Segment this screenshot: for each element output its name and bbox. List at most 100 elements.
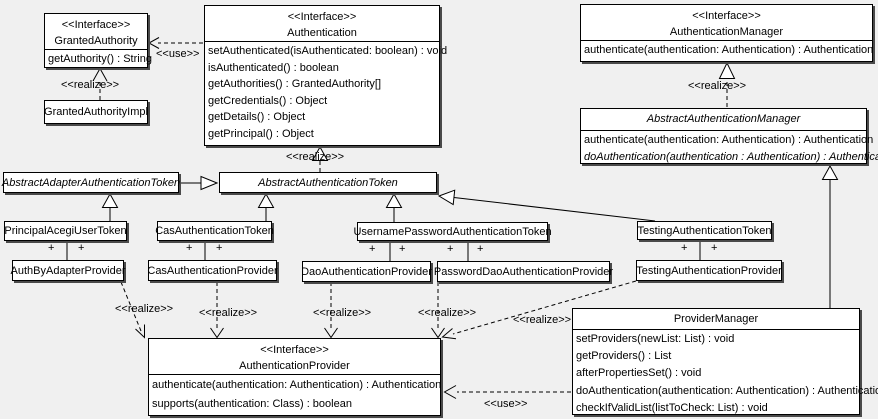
edge-passworddaoprovider-realizes-authentication-provider [431, 282, 445, 339]
stereotype-label: <<Interface>> [287, 11, 357, 23]
class-header: <<Interface>> Authentication [205, 6, 439, 41]
method: doAuthentication(authentication: Authent… [576, 384, 878, 397]
plus-label: + [48, 242, 55, 254]
class-provider-manager: ProviderManager setProviders(newList: Li… [572, 308, 878, 418]
class-testing-authentication-provider: TestingAuthenticationProvider [636, 260, 782, 281]
edge-cas-token-extends-abstract-token [257, 192, 275, 221]
methods-compartment: authenticate(authentication: Authenticat… [581, 130, 878, 166]
class-name: UsernamePasswordAuthenticationToken [353, 225, 552, 238]
class-name: ProviderManager [673, 313, 759, 325]
class-name: PasswordDaoAuthenticationProvider [433, 265, 614, 278]
method: authenticate(authentication: Authenticat… [584, 44, 874, 56]
edge-provider-manager-extends-abstract-authentication-manager [821, 164, 839, 308]
class-cas-authentication-provider: CasAuthenticationProvider [147, 260, 278, 281]
edge-daoprovider-realizes-authentication-provider [324, 282, 338, 339]
class-testing-authentication-token: TestingAuthenticationToken [637, 221, 772, 240]
class-name: AuthenticationProvider [239, 360, 350, 372]
method: getCredentials() : Object [208, 94, 328, 107]
realize-label: <<realize>> [61, 79, 120, 91]
plus-label: + [399, 243, 406, 255]
use-label: <<use>> [156, 48, 200, 60]
edge-authbyadapter-realizes-authentication-provider [120, 281, 145, 339]
class-password-dao-authentication-provider: PasswordDaoAuthenticationProvider [433, 261, 614, 282]
methods-compartment: setProviders(newList: List) : void getPr… [573, 329, 878, 418]
methods-compartment: getAuthority() : String [45, 49, 152, 69]
method: getProviders() : List [576, 350, 672, 363]
realize-label: <<realize>> [513, 314, 572, 326]
class-name: AuthByAdapterProvider [10, 264, 126, 277]
method: setProviders(newList: List) : void [576, 333, 735, 345]
class-username-password-authentication-token: UsernamePasswordAuthenticationToken [353, 222, 552, 241]
edge-adapter-token-extends-abstract-token [179, 175, 219, 191]
edge-usernamepassword-token-extends-abstract-token [385, 192, 403, 222]
class-granted-authority: <<Interface>> GrantedAuthority getAuthor… [44, 13, 152, 69]
method: getDetails() : Object [208, 111, 306, 123]
method: authenticate(authentication: Authenticat… [152, 379, 442, 391]
class-name: GrantedAuthorityImpl [44, 106, 148, 118]
edge-authentication-uses-grantedauthority [147, 37, 203, 49]
edge-grantedauthorityimpl-realizes-grantedauthority [92, 67, 108, 100]
plus-label: + [369, 243, 376, 255]
realize-label: <<realize>> [115, 303, 174, 315]
stereotype-label: <<Interface>> [692, 10, 761, 22]
realize-label: <<realize>> [688, 80, 747, 92]
class-header: <<Interface>> GrantedAuthority [45, 14, 147, 49]
class-name: DaoAuthenticationProvider [301, 265, 432, 278]
class-name: TestingAuthenticationToken [637, 224, 772, 237]
method: getAuthority() : String [48, 53, 152, 65]
plus-label: + [78, 242, 85, 254]
class-authentication: <<Interface>> Authentication setAuthenti… [204, 5, 448, 146]
realize-label: <<realize>> [313, 307, 372, 319]
use-label: <<use>> [484, 398, 528, 410]
class-name: AuthenticationManager [669, 26, 784, 38]
class-authentication-provider: <<Interface>> AuthenticationProvider aut… [148, 338, 441, 416]
edge-testing-token-extends-abstract-token [437, 189, 656, 222]
class-name: AbstractAuthenticationManager [646, 113, 801, 125]
edge-casprovider-realizes-authentication-provider [210, 282, 224, 339]
method: checkIfValidList(listToCheck: List) : vo… [576, 401, 768, 414]
class-abstract-adapter-authentication-token: AbstractAdapterAuthenticationToken [1, 172, 181, 193]
edge-testingprovider-realizes-authentication-provider [441, 280, 637, 340]
plus-label: + [477, 243, 484, 255]
class-name: PrincipalAcegiUserToken [4, 225, 127, 237]
plus-label: + [681, 242, 688, 254]
class-abstract-authentication-token: AbstractAuthenticationToken [219, 172, 437, 193]
plus-label: + [186, 242, 193, 254]
stereotype-label: <<Interface>> [61, 19, 131, 31]
methods-compartment: authenticate(authentication: Authenticat… [581, 40, 874, 60]
class-name: CasAuthenticationToken [155, 225, 274, 237]
method: authenticate(authentication: Authenticat… [584, 134, 874, 146]
methods-compartment: setAuthenticated(isAuthenticated: boolea… [205, 41, 448, 143]
class-header: <<Interface>> AuthenticationProvider [149, 339, 440, 374]
method: isAuthenticated() : boolean [208, 61, 339, 74]
stereotype-label: <<Interface>> [260, 344, 329, 356]
method: getAuthorities() : GrantedAuthority[] [208, 78, 382, 90]
realize-label: <<realize>> [418, 307, 477, 319]
class-authentication-manager: <<Interface>> AuthenticationManager auth… [580, 4, 873, 62]
class-abstract-authentication-manager: AbstractAuthenticationManager authentica… [580, 108, 878, 166]
realize-label: <<realize>> [286, 151, 345, 163]
edge-provider-manager-uses-authentication-provider [443, 385, 571, 399]
method: afterPropertiesSet() : void [576, 367, 702, 380]
edge-abstract-token-realizes-authentication [311, 145, 329, 172]
method: setAuthenticated(isAuthenticated: boolea… [208, 45, 448, 57]
class-name: AbstractAdapterAuthenticationToken [1, 176, 181, 189]
class-cas-authentication-token: CasAuthenticationToken [155, 221, 274, 241]
class-name: GrantedAuthority [54, 35, 138, 47]
class-name: Authentication [287, 27, 357, 39]
method: getPrincipal() : Object [208, 127, 314, 140]
class-header: <<Interface>> AuthenticationManager [581, 5, 872, 40]
method: supports(authentication: Class) : boolea… [152, 398, 352, 410]
plus-label: + [216, 242, 223, 254]
realize-label: <<realize>> [199, 307, 258, 319]
class-name: AbstractAuthenticationToken [258, 176, 398, 189]
method-abstract: doAuthentication(authentication : Authen… [584, 150, 878, 163]
class-dao-authentication-provider: DaoAuthenticationProvider [301, 261, 432, 282]
methods-compartment: authenticate(authentication: Authenticat… [149, 374, 442, 415]
class-name: TestingAuthenticationProvider [636, 264, 782, 277]
edge-abstract-manager-realizes-authentication-manager [718, 61, 736, 107]
edge-principal-token-extends-adapter-token [101, 192, 119, 221]
class-auth-by-adapter-provider: AuthByAdapterProvider [10, 260, 126, 281]
